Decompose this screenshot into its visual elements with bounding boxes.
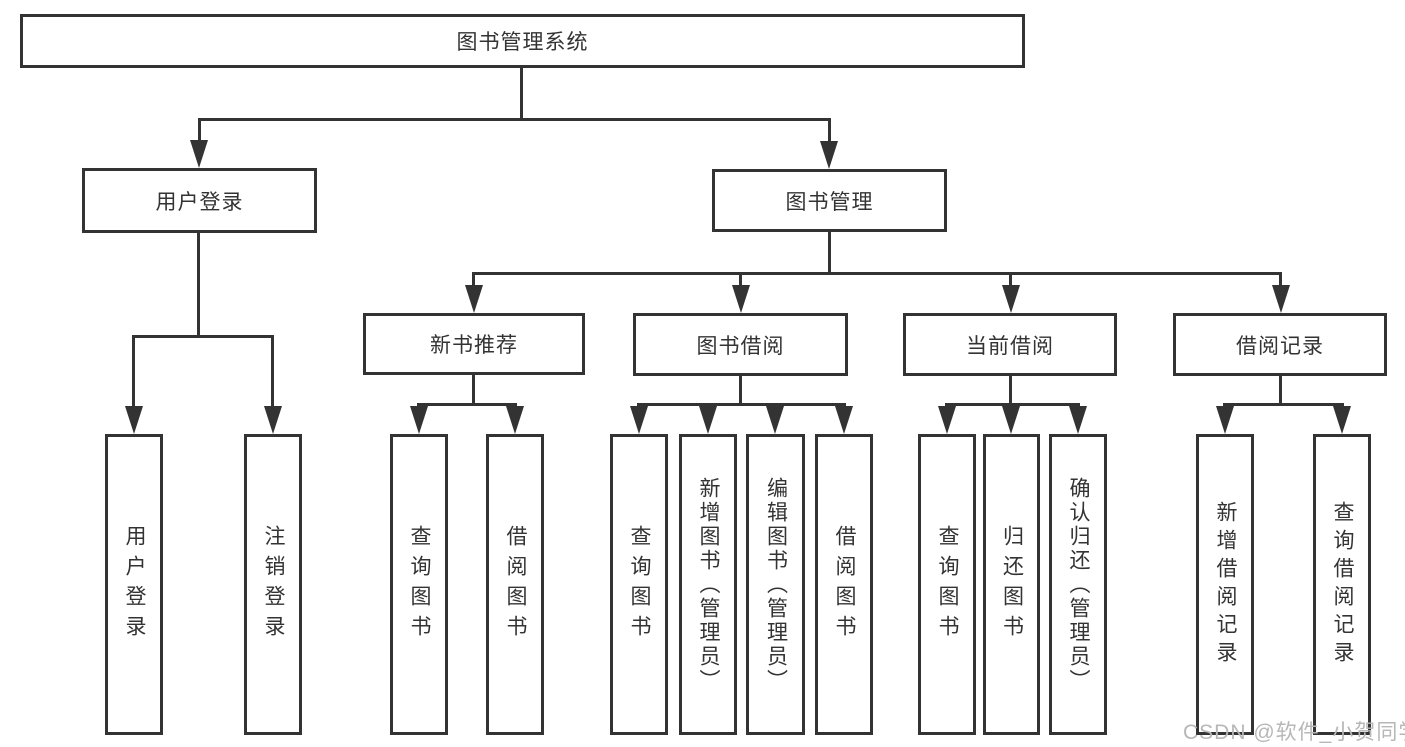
connector-line <box>1279 376 1282 406</box>
leaf-query-books-recommend: 查询图书 <box>390 434 448 735</box>
arrow-down-icon <box>1216 406 1234 434</box>
arrow-down-icon <box>732 285 750 313</box>
arrow-down-icon <box>264 406 282 434</box>
node-new-book-recommend: 新书推荐 <box>363 313 585 375</box>
connector-line <box>1279 272 1282 285</box>
connector-line <box>132 335 274 338</box>
node-current-borrow: 当前借阅 <box>903 313 1117 376</box>
connector-line <box>197 233 200 338</box>
connector-line <box>472 375 475 406</box>
leaf-query-borrow-record: 查询借阅记录 <box>1313 434 1371 735</box>
csdn-watermark: CSDN @软件_小贺同学 <box>1183 721 1405 744</box>
leaf-logout: 注销登录 <box>244 434 302 735</box>
leaf-borrow-books-recommend: 借阅图书 <box>486 434 544 735</box>
leaf-borrow-books: 借阅图书 <box>815 434 873 735</box>
node-borrow-records: 借阅记录 <box>1173 313 1387 376</box>
arrow-down-icon <box>190 140 208 168</box>
leaf-query-books-current: 查询图书 <box>918 434 976 735</box>
arrow-down-icon <box>938 406 956 434</box>
leaf-confirm-return-admin: 确认归还（管理员） <box>1049 434 1107 735</box>
connector-line <box>828 118 831 141</box>
leaf-add-borrow-record: 新增借阅记录 <box>1196 434 1254 735</box>
connector-line <box>739 376 742 406</box>
node-root-library-system: 图书管理系统 <box>20 14 1025 68</box>
arrow-down-icon <box>630 406 648 434</box>
connector-line <box>198 118 831 121</box>
connector-line <box>198 118 201 140</box>
node-book-management: 图书管理 <box>712 169 947 232</box>
node-book-borrow: 图书借阅 <box>633 313 848 376</box>
arrow-down-icon <box>410 406 428 434</box>
connector-line <box>637 403 846 406</box>
arrow-down-icon <box>125 406 143 434</box>
leaf-query-books-borrow: 查询图书 <box>610 434 668 735</box>
connector-line <box>828 232 831 272</box>
arrow-down-icon <box>1002 406 1020 434</box>
arrow-down-icon <box>835 406 853 434</box>
connector-line <box>132 335 135 406</box>
connector-line <box>945 403 1080 406</box>
connector-line <box>1009 376 1012 406</box>
leaf-user-login: 用户登录 <box>105 434 163 735</box>
arrow-down-icon <box>1272 285 1290 313</box>
connector-line <box>472 272 1282 275</box>
arrow-down-icon <box>820 141 838 169</box>
arrow-down-icon <box>465 285 483 313</box>
connector-line <box>472 272 475 285</box>
leaf-edit-books-admin: 编辑图书（管理员） <box>746 434 805 735</box>
arrow-down-icon <box>1333 406 1351 434</box>
leaf-return-books: 归还图书 <box>983 434 1040 735</box>
node-user-login: 用户登录 <box>82 168 317 233</box>
connector-line <box>271 335 274 406</box>
arrow-down-icon <box>1002 285 1020 313</box>
arrow-down-icon <box>766 406 784 434</box>
connector-line <box>1009 272 1012 285</box>
leaf-add-books-admin: 新增图书（管理员） <box>679 434 737 735</box>
connector-line <box>739 272 742 285</box>
arrow-down-icon <box>699 406 717 434</box>
connector-line <box>1223 403 1344 406</box>
arrow-down-icon <box>1069 406 1087 434</box>
arrow-down-icon <box>506 406 524 434</box>
connector-line <box>417 403 517 406</box>
connector-line <box>520 68 523 118</box>
